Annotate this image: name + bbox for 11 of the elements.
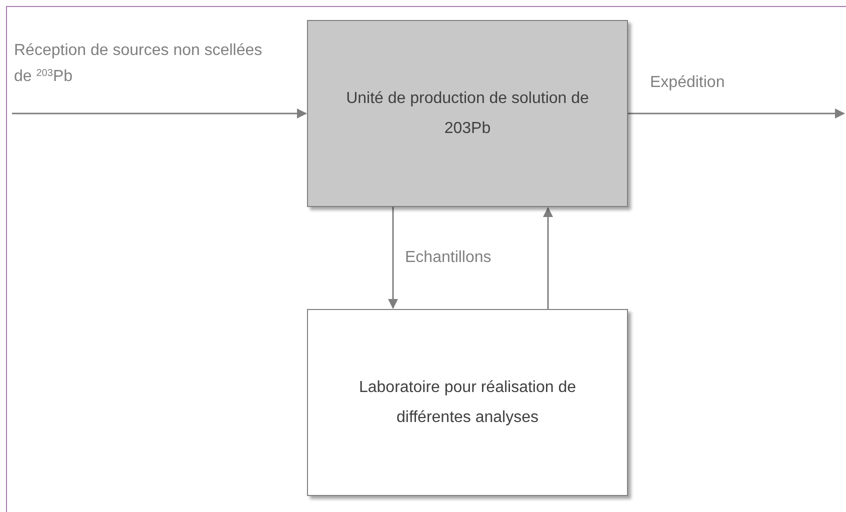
box-label: Laboratoire pour réalisation de différentes analyses bbox=[358, 378, 578, 428]
arrow bbox=[388, 207, 398, 309]
box-label: Unité de production de solution de 203Pb bbox=[345, 88, 590, 138]
edge-label: Echantillons bbox=[405, 249, 492, 266]
process-box bbox=[307, 309, 628, 496]
process-box bbox=[307, 20, 628, 207]
edge-label: Expédition bbox=[650, 74, 725, 90]
edge-label: Réception de sources non scellées de $^{203}$Pb bbox=[14, 42, 262, 84]
arrow bbox=[12, 108, 307, 118]
arrow bbox=[543, 207, 553, 309]
arrow bbox=[628, 108, 845, 118]
